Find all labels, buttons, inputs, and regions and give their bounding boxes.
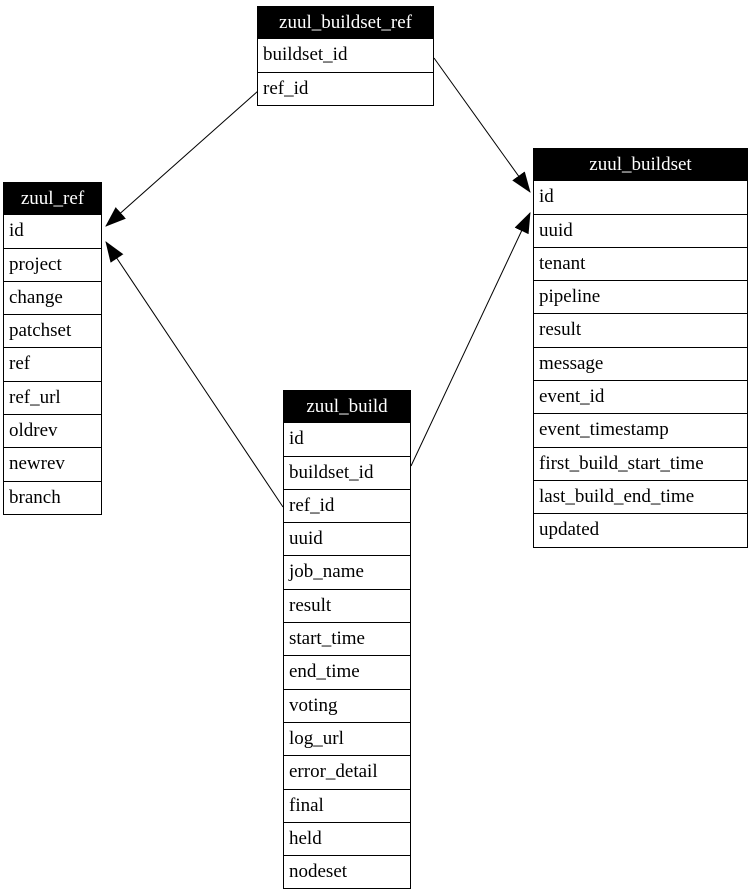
edge-build-ref_id-to-zuul_ref-id: [105, 241, 284, 508]
table-row-first_build_start_time: first_build_start_time: [533, 447, 748, 481]
table-row-held: held: [283, 822, 411, 857]
table-row-updated: updated: [533, 514, 748, 548]
table-row-voting: voting: [283, 689, 411, 723]
table-row-project: project: [3, 248, 102, 282]
table-row-ref_id: ref_id: [283, 489, 411, 524]
table-row-id: id: [283, 423, 411, 457]
table-row-change: change: [3, 281, 102, 316]
edge-build-buildset_id-to-zuul_buildset-id: [410, 212, 531, 467]
table-row-last_build_end_time: last_build_end_time: [533, 480, 748, 515]
table-row-ref: ref: [3, 348, 102, 382]
table-row-buildset_id: buildset_id: [283, 456, 411, 490]
edge-buildset_ref-ref_id-to-zuul_ref-id: [105, 90, 259, 227]
table-row-patchset: patchset: [3, 315, 102, 349]
table-row-uuid: uuid: [533, 214, 748, 248]
table-row-buildset_id: buildset_id: [257, 39, 434, 73]
table-row-log_url: log_url: [283, 722, 411, 757]
table-row-error_detail: error_detail: [283, 756, 411, 790]
table-row-nodeset: nodeset: [283, 856, 411, 890]
edge-buildset_ref-buildset_id-to-zuul_buildset-id: [433, 57, 531, 193]
table-row-event_id: event_id: [533, 381, 748, 415]
table-row-newrev: newrev: [3, 448, 102, 482]
table-row-pipeline: pipeline: [533, 281, 748, 315]
table-row-message: message: [533, 347, 748, 382]
table-header: zuul_build: [283, 390, 411, 424]
table-header: zuul_buildset_ref: [257, 6, 434, 40]
table-row-branch: branch: [3, 481, 102, 515]
table-row-uuid: uuid: [283, 523, 411, 557]
table-row-start_time: start_time: [283, 623, 411, 657]
table-row-result: result: [533, 314, 748, 348]
table-row-oldrev: oldrev: [3, 415, 102, 449]
table-row-event_timestamp: event_timestamp: [533, 414, 748, 448]
table-row-ref_url: ref_url: [3, 381, 102, 416]
table-row-tenant: tenant: [533, 247, 748, 282]
table-row-id: id: [533, 181, 748, 215]
table-row-result: result: [283, 589, 411, 624]
table-row-ref_id: ref_id: [257, 72, 434, 106]
table-row-id: id: [3, 215, 102, 249]
table-header: zuul_buildset: [533, 148, 748, 182]
table-row-end_time: end_time: [283, 656, 411, 690]
table-row-job_name: job_name: [283, 556, 411, 590]
table-row-final: final: [283, 789, 411, 823]
table-header: zuul_ref: [3, 182, 102, 216]
